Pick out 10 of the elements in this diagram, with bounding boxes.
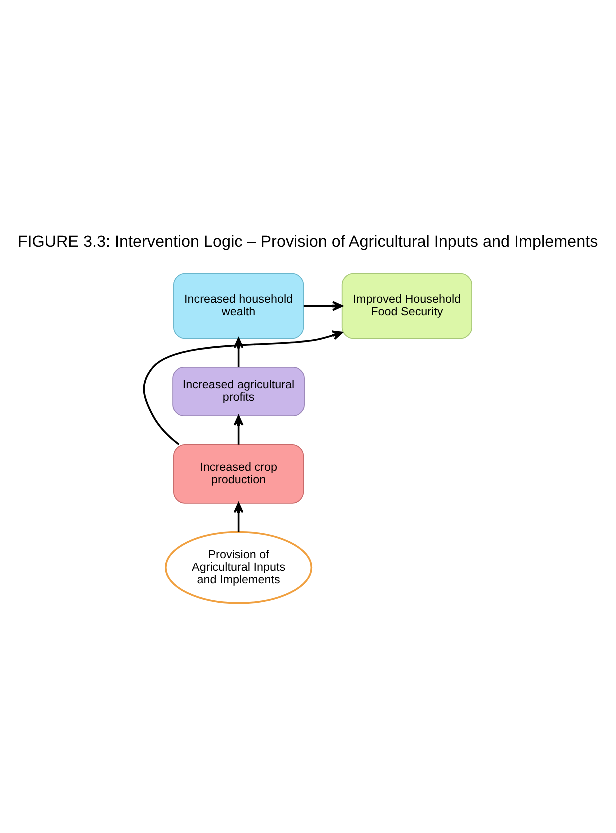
node-box: Increased crop production (174, 444, 304, 504)
diagram-title: FIGURE 3.3: Intervention Logic – Provision of Agricultural Inputs and Implements (18, 232, 598, 251)
arrow (234, 502, 244, 532)
node-box: Improved Household Food Security (342, 272, 472, 339)
arrow (234, 414, 244, 444)
arrow (304, 300, 344, 311)
node-box: Increased household wealth (174, 272, 304, 339)
node-ellipse: Provision of Agricultural Inputs and Implements (165, 530, 313, 604)
node-box: Increased agricultural profits (172, 366, 305, 416)
arrow (143, 330, 344, 445)
